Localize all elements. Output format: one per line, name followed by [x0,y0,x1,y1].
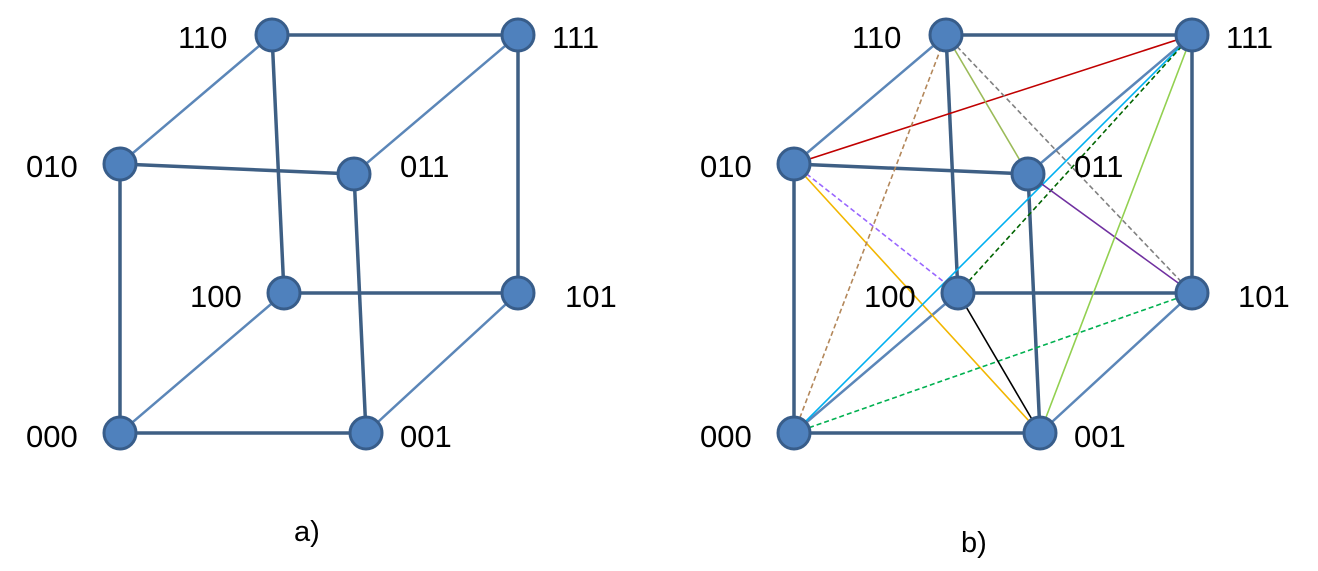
panel-a-cube: 000 001 010 011 100 101 110 111 a) [26,17,617,548]
node-101 [1174,275,1210,311]
node-010 [776,146,812,182]
node-label-001: 001 [400,419,452,454]
edge-001-011 [352,173,368,434]
node-000 [776,415,812,451]
node-101 [500,275,536,311]
edge-010-110 [119,34,273,165]
edge-000-101 [793,292,1193,434]
panel-a-edges [118,33,520,435]
node-label-111: 111 [1226,20,1273,55]
node-010 [102,146,138,182]
node-label-100: 100 [190,279,242,314]
node-100 [266,275,302,311]
node-label-101: 101 [565,279,617,314]
node-111 [1174,17,1210,53]
edge-000-110 [793,34,947,434]
panel-a-nodes [102,17,536,451]
node-label-011: 011 [1074,149,1123,184]
node-100 [940,275,976,311]
node-110 [928,17,964,53]
node-label-000: 000 [26,419,78,454]
edge-000-100 [793,292,959,434]
edge-011-111 [353,34,519,175]
edge-100-110 [944,34,960,294]
edge-100-110 [270,34,286,294]
edge-010-110 [793,34,947,165]
edge-011-101 [1027,173,1193,294]
edge-010-111 [793,34,1193,165]
panel-b-nodes [776,17,1210,451]
edge-000-100 [119,292,285,434]
node-label-100: 100 [864,279,916,314]
node-011 [1010,156,1046,192]
panel-b-caption: b) [961,527,987,559]
edge-001-101 [365,292,519,434]
node-label-001: 001 [1074,419,1126,454]
node-label-010: 010 [26,149,78,184]
node-label-011: 011 [400,149,449,184]
panel-b-edges [792,33,1194,435]
node-label-101: 101 [1238,279,1290,314]
node-label-000: 000 [700,419,752,454]
panel-a-caption: a) [294,516,320,548]
panel-b-complete-graph: 000 001 010 011 100 101 110 111 b) [700,17,1290,559]
edge-001-011 [1026,173,1042,434]
edge-010-011 [119,162,355,176]
edge-010-011 [793,162,1029,176]
panel-a-node-labels: 000 001 010 011 100 101 110 111 [26,20,617,454]
node-111 [500,17,536,53]
edge-001-111 [1039,34,1193,434]
panel-b-node-labels: 000 001 010 011 100 101 110 111 [700,20,1290,454]
edge-001-101 [1039,292,1193,434]
edge-000-111 [793,34,1193,434]
node-label-110: 110 [852,20,901,55]
node-label-110: 110 [178,20,227,55]
node-label-111: 111 [552,20,599,55]
edge-010-001 [793,163,1041,434]
edge-100-001 [957,292,1041,434]
node-000 [102,415,138,451]
edge-110-011 [945,34,1029,175]
node-001 [1022,415,1058,451]
node-001 [348,415,384,451]
edge-011-111 [1027,34,1193,175]
node-011 [336,156,372,192]
edge-100-111 [957,34,1193,294]
edge-010-100 [793,163,959,294]
node-110 [254,17,290,53]
edge-110-101 [945,34,1193,294]
node-label-010: 010 [700,149,752,184]
